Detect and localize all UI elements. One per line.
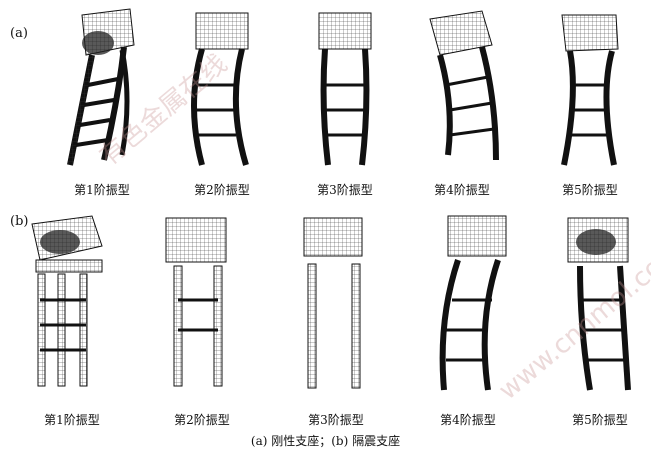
mode-b1-label: 第1阶振型 [44, 413, 100, 427]
mode-a2-label: 第2阶振型 [194, 183, 250, 197]
mode-a3-label: 第3阶振型 [317, 183, 373, 197]
mode-b3-drawing [286, 210, 386, 400]
mode-b2-drawing [152, 210, 252, 400]
mode-b4-drawing [418, 210, 518, 400]
mode-b2-label: 第2阶振型 [174, 413, 230, 427]
mode-b3-label: 第3阶振型 [308, 413, 364, 427]
mode-a4-drawing [412, 5, 512, 175]
mode-a1-drawing [52, 5, 152, 175]
mode-b5-drawing [550, 210, 650, 400]
mode-a5-drawing [540, 5, 640, 175]
row-a-label: (a) [10, 26, 28, 41]
figure-caption: (a) 刚性支座；(b) 隔震支座 [250, 434, 401, 448]
mode-a1-label: 第1阶振型 [74, 183, 130, 197]
row-b-label: (b) [10, 214, 29, 229]
mode-b1-drawing [22, 210, 122, 400]
mode-b4-label: 第4阶振型 [440, 413, 496, 427]
mode-a5-label: 第5阶振型 [562, 183, 618, 197]
mode-a4-label: 第4阶振型 [434, 183, 490, 197]
mode-a2-drawing [172, 5, 272, 175]
mode-a3-drawing [295, 5, 395, 175]
mode-b5-label: 第5阶振型 [572, 413, 628, 427]
